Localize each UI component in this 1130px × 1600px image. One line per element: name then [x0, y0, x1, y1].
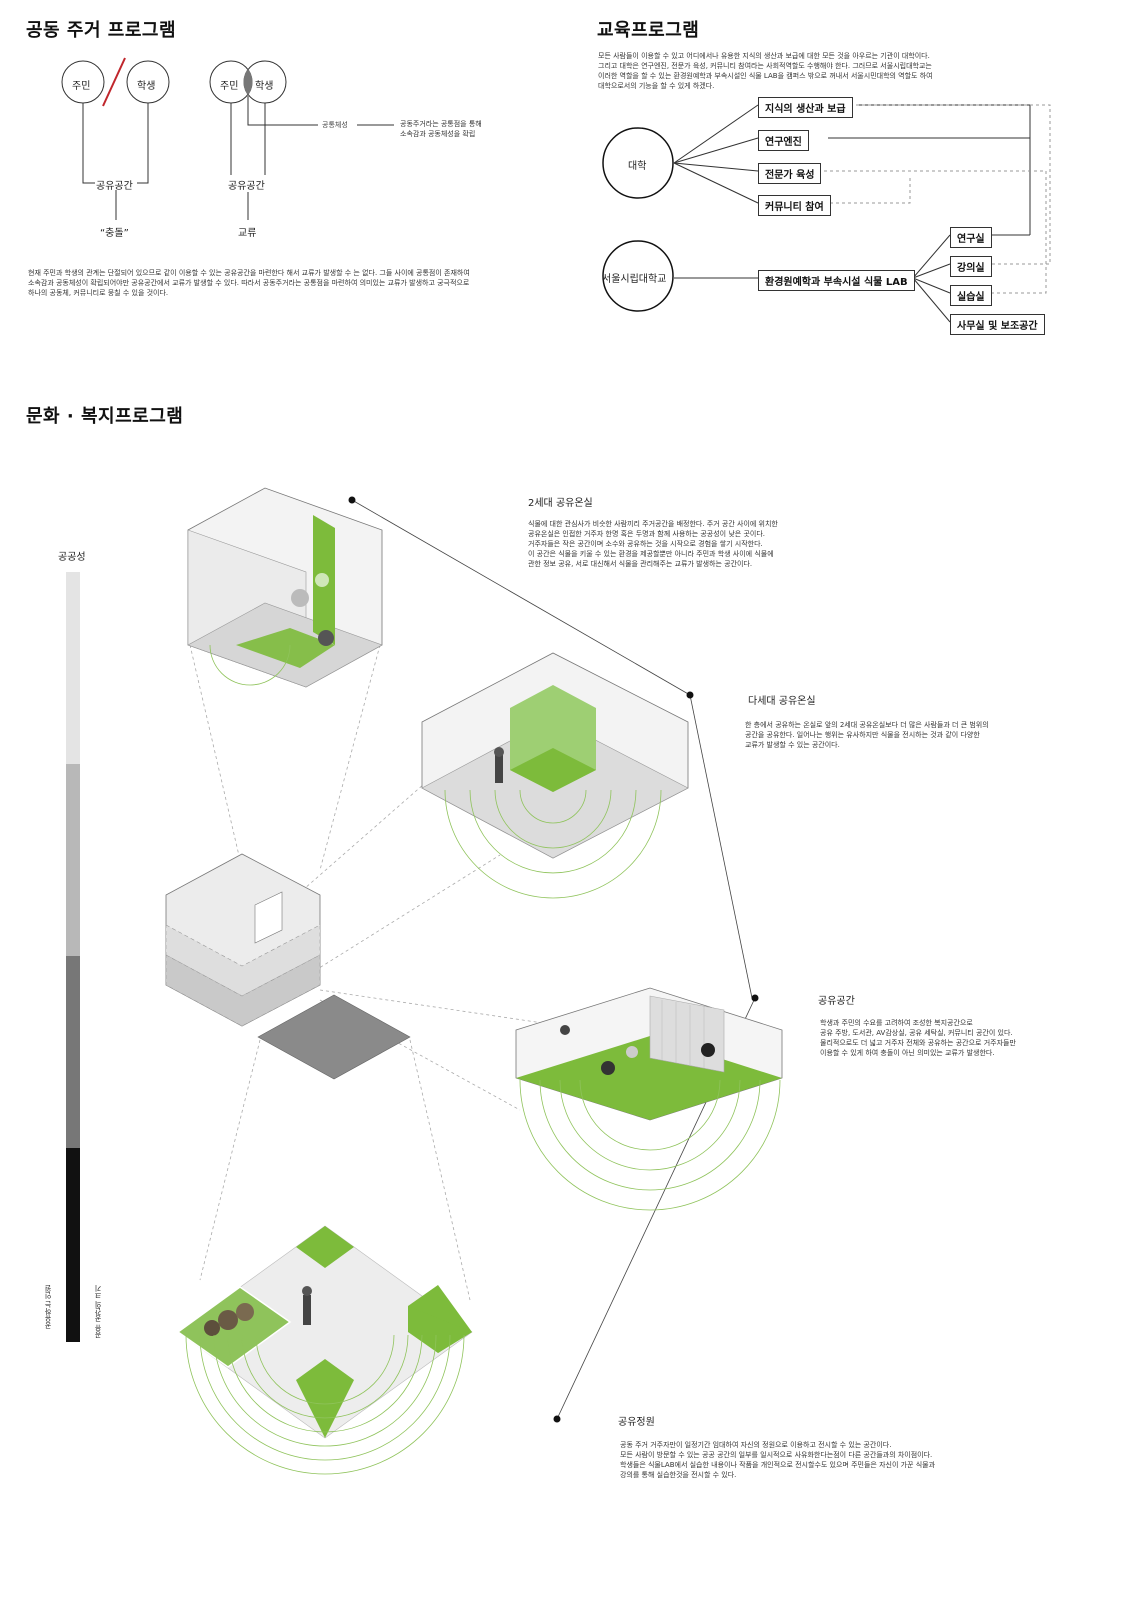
overlap-lens [243, 69, 253, 95]
housing-title: 공동 주거 프로그램 [26, 20, 177, 41]
university-circle [602, 127, 674, 199]
publicness-level-4 [66, 1148, 80, 1342]
item-text-2gen: 식물에 대한 관심사가 비슷한 사람끼리 주거공간을 배정한다. 주거 공간 사… [528, 520, 778, 568]
lab-box: 환경원예학과 부속시설 식물 LAB [758, 270, 915, 291]
uos-circle [602, 240, 674, 312]
education-description: 모든 사람들이 이용할 수 있고 어디에서나 유용한 지식의 생산과 보급에 대… [598, 52, 933, 90]
pointer-dot-2 [686, 691, 694, 699]
shared-space-model [515, 987, 783, 1211]
label-shared-space-left: 공유공간 [96, 181, 133, 192]
education-title: 교육프로그램 [597, 20, 700, 41]
role-community: 커뮤니티 참여 [758, 195, 831, 216]
culture-diagram [165, 487, 783, 1475]
housing-diagram [61, 57, 394, 220]
item-text-shared: 학생과 주민의 수요를 고려하여 조성한 복지공간으로 공유 주방, 도서관, … [820, 1019, 1016, 1057]
item-title-shared: 공유공간 [818, 996, 855, 1007]
publicness-level-2 [66, 764, 80, 956]
publicness-level-1 [66, 572, 80, 764]
label-shared-space-right: 공유공간 [228, 181, 265, 192]
greenhouse-multi-model [421, 652, 689, 899]
pointer-dot-3 [751, 994, 759, 1002]
facility-practice: 실습실 [950, 285, 992, 306]
label-student-right: 학생 [255, 81, 274, 92]
publicness-label: 공공성 [58, 552, 86, 563]
stacked-block-model [165, 853, 411, 1080]
item-title-multi: 다세대 공유온실 [748, 696, 816, 707]
label-university: 대학 [628, 161, 647, 172]
facility-office: 사무실 및 보조공간 [950, 314, 1045, 335]
facility-lab-room: 연구실 [950, 227, 992, 248]
role-research: 연구엔진 [758, 130, 809, 151]
label-resident-right: 주민 [220, 81, 239, 92]
label-student-left: 학생 [137, 81, 156, 92]
label-conflict: “충돌” [100, 228, 129, 239]
red-slash [102, 57, 126, 107]
pointer-dot-4 [553, 1415, 561, 1423]
pointer-dot-1 [348, 496, 356, 504]
publicness-level-3 [66, 956, 80, 1148]
facility-lecture: 강의실 [950, 256, 992, 277]
item-title-garden: 공유정원 [618, 1417, 655, 1428]
label-commonality: 공통체성 [322, 121, 348, 129]
greenhouse-2gen-model [187, 487, 383, 688]
item-text-garden: 공동 주거 거주자만이 일정기간 임대하여 자신의 정원으로 이용하고 전시할 … [620, 1441, 936, 1479]
item-title-2gen: 2세대 공유온실 [528, 498, 593, 509]
education-diagram [602, 104, 1051, 323]
label-resident-left: 주민 [72, 81, 91, 92]
item-text-multi: 한 층에서 공유하는 온실로 앞의 2세대 공유온실보다 더 많은 사람들과 더… [745, 721, 989, 749]
role-expert: 전문가 육성 [758, 163, 822, 184]
label-exchange: 교류 [238, 228, 257, 239]
shared-garden-model [176, 1225, 473, 1475]
housing-description: 현재 주민과 학생의 관계는 단절되어 있으므로 같이 이용할 수 있는 공유공… [28, 269, 470, 297]
culture-title: 문화 · 복지프로그램 [26, 406, 184, 427]
commonality-note: 공동주거라는 공통점을 통해 소속감과 공동체성을 확립 [400, 120, 482, 138]
role-knowledge: 지식의 생산과 보급 [758, 97, 853, 118]
label-uos: 서울시립대학교 [602, 274, 667, 285]
